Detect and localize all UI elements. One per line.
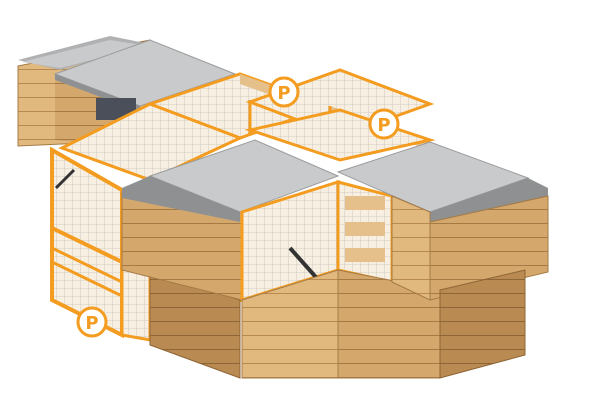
left-run-roof-mesh xyxy=(58,102,244,182)
p-badge-circle xyxy=(268,76,300,108)
center-mesh-door xyxy=(240,179,441,379)
p-badge-label: P xyxy=(85,313,98,334)
right-run-mesh-panel xyxy=(244,108,436,162)
front-right-hutch xyxy=(336,141,549,379)
parking-badge: P xyxy=(268,76,300,108)
mesh-shelf xyxy=(345,196,385,210)
frame-rail xyxy=(51,226,123,264)
p-badge-circle xyxy=(368,108,400,140)
p-badge-label: P xyxy=(377,115,390,136)
front-right-roof-edge xyxy=(430,178,548,222)
mesh-shelf xyxy=(345,222,385,236)
frame-rail xyxy=(51,246,123,284)
front-left-hutch xyxy=(121,139,340,301)
front-right-hutch-side xyxy=(391,195,431,301)
parking-badge: P xyxy=(76,306,108,338)
mesh-shelf xyxy=(345,248,385,262)
back-left-roof xyxy=(22,40,148,68)
door-handle xyxy=(54,168,76,190)
front-left-roof-edge xyxy=(122,176,240,222)
p-badge-label: P xyxy=(277,83,290,104)
left-run-front-mesh xyxy=(50,146,124,339)
parking-badge: P xyxy=(368,108,400,140)
frame-rail xyxy=(51,260,123,298)
lower-right-base-panel xyxy=(439,269,526,379)
p-badge-circle xyxy=(76,306,108,338)
